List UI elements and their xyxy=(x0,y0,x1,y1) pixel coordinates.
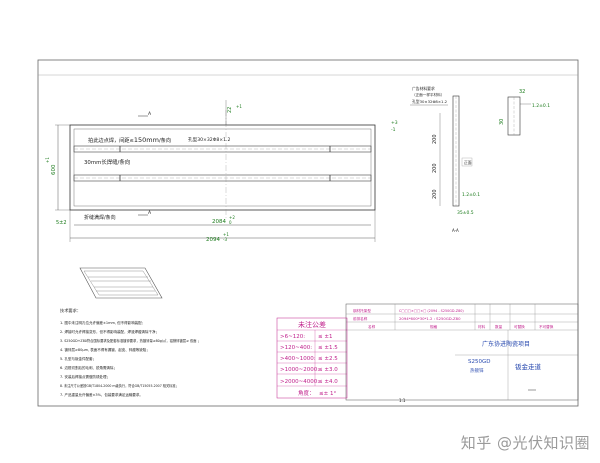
isometric-thumbnail xyxy=(79,267,163,299)
row2-value: 2094*600*30*1.2 : S250GD-Z80 xyxy=(399,316,461,321)
tol-value: ≤ ±2.5 xyxy=(318,356,338,362)
watermark: 知乎 @光伏知识圈 xyxy=(460,434,590,452)
dim-height: 600 xyxy=(51,164,57,175)
note-line: 6. 边框切割后的毛刺、锐角需清除； xyxy=(60,365,117,370)
notes-heading: 技术要求： xyxy=(60,307,81,314)
dim-total: 2094 xyxy=(206,237,220,243)
section-aa-label: A-A xyxy=(452,228,459,233)
section-mark-bottom: A xyxy=(148,210,152,216)
dim-right-plus: +3 xyxy=(391,120,398,126)
tol-value: ≤ ±4.0 xyxy=(318,379,338,385)
row1-value: C□□□×□□×□ (2094 - S250GD-Z80) xyxy=(399,309,464,313)
dim-200a: 200 xyxy=(432,134,438,144)
col-material: 材料 xyxy=(478,324,486,329)
tol-1-2-upper: 1.2±0.1 xyxy=(532,103,550,109)
tol-value: ≤ ±1 xyxy=(318,334,332,340)
note-line: 2. 焊接时允许焊接变形，但不得影响装配，焊渣焊瘤清除干净； xyxy=(60,329,159,334)
note-line: 8. 未注尺寸公差按GB/T1804-2000 m级执行，符合GB/T15055… xyxy=(60,383,179,388)
note-line: 4. 镀锌层≥80μm, 表面不得有漏镀、起皮、锌瘤等缺陷； xyxy=(60,347,150,352)
col-qty: 数量 xyxy=(495,324,503,329)
row2-label: 前排名称 xyxy=(353,316,368,321)
hole-spec-label: 孔型30×32Φ8×1.2 xyxy=(188,136,230,143)
scale: 1:1 xyxy=(399,398,406,403)
title-block: 钢材托架型 C□□□×□□×□ (2094 - S250GD-Z80) 前排名称… xyxy=(345,303,579,403)
note-line: 1. 图中未注明孔位允许偏差±1mm, 但不得影响装配; xyxy=(60,320,143,325)
note-line: 3. S250GD+Z80符合国标要求及配套标准镀锌要求，热镀锌量≥80g/㎡，… xyxy=(60,338,201,343)
panel-inner-outline xyxy=(73,128,372,207)
tol-range: >2000~4000: xyxy=(280,379,319,385)
tolerance-title: 未注公差 xyxy=(298,320,326,329)
dim-width-tol2: 0 xyxy=(229,220,232,225)
col-not-replaceable: 不可替换 xyxy=(539,324,554,329)
tol-value: ≤ ±3.0 xyxy=(318,367,338,373)
face-label: 正面 xyxy=(464,160,472,165)
front-view: 拍此边点焊，间距≤150mm/条向 孔型30×32Φ8×1.2 30mm长焊缝/… xyxy=(45,100,398,243)
col-replaceable: 可替换 xyxy=(514,324,525,329)
part-name: 钣金走道 xyxy=(515,362,542,371)
material-spec: S250GD xyxy=(468,359,491,365)
dim-32: 32 xyxy=(519,89,525,95)
drawing-frame xyxy=(37,59,579,407)
dim-22: 22 xyxy=(227,107,233,113)
dim-width: 2084 xyxy=(212,219,226,225)
hole-note: 孔型30×32Φ8×1.2 xyxy=(412,99,448,104)
tol-value: ≤ ±1.5 xyxy=(318,345,338,351)
side-view: 广告材料要求 （正面一样平材料） 孔型30×32Φ8×1.2 200 200 2… xyxy=(410,86,550,233)
dim-height-tol: +1 xyxy=(45,157,50,163)
panel-outline xyxy=(69,124,376,211)
dim-small: 5±2 xyxy=(56,220,67,226)
dim-total-tol2: -3 xyxy=(223,237,227,242)
weld-length-label: 30mm长焊缝/条向 xyxy=(84,158,130,166)
face-label-box xyxy=(461,157,473,167)
row1-label: 钢材托架型 xyxy=(353,308,371,313)
tolerance-table: 未注公差 >6~120: ≤ ±1 >120~400: ≤ ±1.5 >400~… xyxy=(276,317,348,399)
spot-weld-label: 拍此边点焊，间距≤150mm/条向 xyxy=(88,136,171,144)
section-mark-top: A xyxy=(148,111,152,117)
finish-spec: 热镀锌 xyxy=(470,367,484,374)
dim-right-minus: -1 xyxy=(391,127,396,133)
tol-range: >120~400: xyxy=(280,345,312,351)
tolerance-frame xyxy=(276,317,348,399)
tol-35: 35±0.5 xyxy=(457,210,474,216)
dim-200b: 200 xyxy=(432,163,438,173)
dim-total-tol: +1 xyxy=(223,232,229,237)
dim-width-tol: +2 xyxy=(229,215,235,220)
seam-weld-label: 折缝满焊/条向 xyxy=(84,214,116,221)
dim-22-tol: +1 xyxy=(236,104,242,109)
angle-label: 角度： xyxy=(298,389,315,397)
col-name: 名称 xyxy=(368,324,376,329)
material-note-2: （正面一样平材料） xyxy=(412,92,444,97)
dim-200c: 200 xyxy=(432,189,438,199)
title-block-frame xyxy=(345,303,579,401)
dim-30: 30 xyxy=(499,119,505,125)
tol-range: >400~1000: xyxy=(280,356,316,362)
angle-tol: ≤± 1° xyxy=(319,391,336,397)
note-line: 7. 安装后焊接点需做防锈处理； xyxy=(60,374,110,379)
note-line: 7. 产品重量允许偏差±3%，包装要求满足运输要求。 xyxy=(60,392,143,397)
tol-1-2-lower: 1.2±0.1 xyxy=(462,192,480,198)
note-line: 5. 孔型与钣金件配套； xyxy=(60,356,96,361)
project-name: 广东协进陶瓷项目 xyxy=(482,340,530,348)
col-spec: 规格 xyxy=(430,324,438,329)
technical-notes: 技术要求： 1. 图中未注明孔位允许偏差±1mm, 但不得影响装配; 2. 焊接… xyxy=(60,307,201,397)
tol-range: >6~120: xyxy=(280,334,305,340)
tol-range: >1000~2000: xyxy=(280,367,319,373)
material-note-1: 广告材料要求 xyxy=(412,86,435,91)
